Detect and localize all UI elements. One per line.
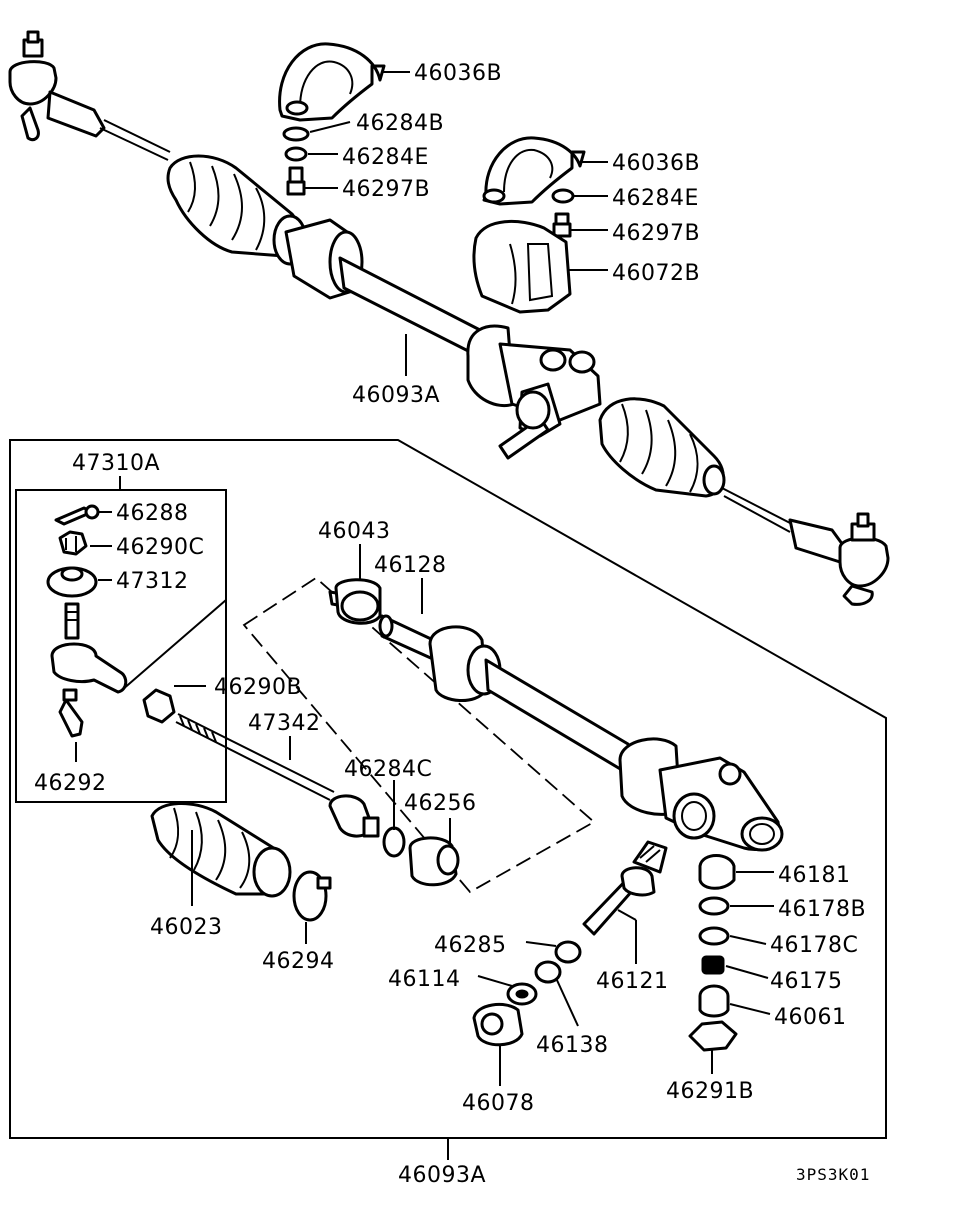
washer-46284e-middle: [551, 188, 575, 204]
rack-assembly-top: [8, 30, 890, 606]
gear-housing-top: [284, 218, 602, 460]
label-46138: 46138: [536, 1033, 609, 1058]
top-leader-lines: [304, 71, 608, 376]
label-46297b-top: 46297B: [342, 177, 430, 202]
locknut-46291b: [688, 1020, 738, 1052]
grease-fitting-46292: [58, 688, 84, 738]
bolt-46297b-top: [286, 166, 306, 196]
label-46290c: 46290C: [116, 535, 204, 560]
clamp-bracket-top: [278, 42, 386, 122]
cap-46181: [698, 854, 736, 890]
label-46078: 46078: [462, 1091, 535, 1116]
bellows-boot-46023: [150, 801, 292, 898]
label-46061: 46061: [774, 1005, 847, 1030]
left-bellows-boot: [166, 154, 308, 266]
clip-46294: [292, 870, 332, 922]
label-47342: 47342: [248, 711, 321, 736]
right-bellows-boot: [598, 397, 726, 498]
label-47312: 47312: [116, 569, 189, 594]
label-46256: 46256: [404, 791, 477, 816]
label-46036b-middle: 46036B: [612, 151, 700, 176]
clamp-bracket-middle: [482, 136, 586, 206]
label-46284e-middle: 46284E: [612, 186, 699, 211]
pinion-46121: [582, 840, 668, 936]
label-46128: 46128: [374, 553, 447, 578]
dust-cover-47312: [46, 566, 98, 598]
bolt-46297b-middle: [552, 212, 572, 238]
label-47310a: 47310A: [72, 451, 160, 476]
right-tie-rod-end: [721, 487, 890, 606]
bearing-46114: [506, 982, 538, 1006]
label-46284b: 46284B: [356, 111, 444, 136]
label-46114: 46114: [388, 967, 461, 992]
ring-46284c: [382, 826, 406, 858]
label-46284c: 46284C: [344, 757, 432, 782]
washer-46284e-top: [284, 146, 308, 162]
adjuster-parts-right: [688, 854, 738, 1052]
label-46290b: 46290B: [214, 675, 302, 700]
label-46023: 46023: [150, 915, 223, 940]
part-number-labels: 46036B 46284B 46284E 46297B 46036B 46284…: [34, 61, 870, 1188]
label-46043: 46043: [318, 519, 391, 544]
label-46072b: 46072B: [612, 261, 700, 286]
rack-housing-bottom: [328, 578, 784, 852]
washer-46178b: [698, 896, 730, 916]
label-46121: 46121: [596, 969, 669, 994]
washer-46138: [534, 960, 562, 984]
washer-46178c: [698, 926, 730, 946]
nut-46290b: [142, 688, 176, 724]
label-46297b-middle: 46297B: [612, 221, 700, 246]
inset-leader-lines: [75, 476, 227, 762]
bushing-46043: [340, 590, 380, 622]
snap-ring-46285: [554, 940, 582, 964]
mount-bushing-46072b: [472, 219, 572, 314]
tie-rod-end-body: [50, 602, 128, 694]
label-46175: 46175: [770, 969, 843, 994]
label-46292: 46292: [34, 771, 107, 796]
bushing-46256: [408, 836, 460, 887]
label-46181: 46181: [778, 863, 851, 888]
castle-nut-46290c: [58, 530, 88, 556]
label-46291b: 46291B: [666, 1079, 754, 1104]
label-46178c: 46178C: [770, 933, 858, 958]
cotter-pin-46288: [54, 504, 100, 526]
label-46294: 46294: [262, 949, 335, 974]
bottom-leader-lines: [174, 544, 774, 1160]
seal-46078: [472, 1002, 524, 1047]
washer-46284b: [282, 126, 310, 142]
left-tie-rod-end: [8, 30, 171, 161]
figure-code: 3PS3K01: [796, 1165, 870, 1184]
tie-rod-end-kit-parts: [46, 504, 128, 738]
label-46093a-top: 46093A: [352, 383, 440, 408]
label-46036b-top: 46036B: [414, 61, 502, 86]
label-46285: 46285: [434, 933, 507, 958]
assembly-frame: [9, 439, 887, 1139]
label-46284e-top: 46284E: [342, 145, 429, 170]
label-46178b: 46178B: [778, 897, 866, 922]
spring-46175: [701, 955, 725, 975]
label-46093a-bottom: 46093A: [398, 1163, 486, 1188]
inner-tie-rod-47342: [175, 713, 380, 838]
plug-46061: [698, 984, 730, 1018]
label-46288: 46288: [116, 501, 189, 526]
